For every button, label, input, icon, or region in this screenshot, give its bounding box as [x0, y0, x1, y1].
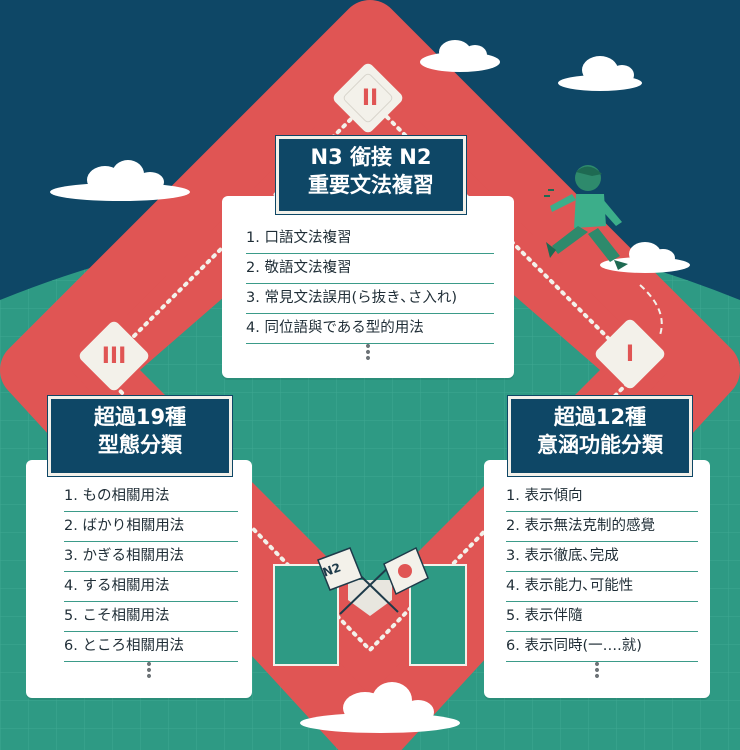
center-title-line1: N3 銜接 N2 — [310, 145, 432, 169]
left-title-line1: 超過19種 — [93, 405, 187, 429]
base-label-second: II — [361, 86, 379, 111]
list-item: 6. 表示同時(一….就) — [506, 632, 698, 662]
runner-icon — [544, 165, 628, 270]
right-card: 1. 表示傾向 2. 表示無法克制的感覺 3. 表示徹底､完成 4. 表示能力､… — [484, 460, 710, 698]
list-item: 5. 表示伴隨 — [506, 602, 698, 632]
center-title-line2: 重要文法複習 — [308, 173, 434, 198]
cloud-icon — [558, 56, 642, 91]
left-list: 1. もの相關用法 2. ばかり相關用法 3. かぎる相關用法 4. する相關用… — [26, 460, 252, 662]
flags-icon — [317, 546, 429, 615]
cloud-icon — [300, 682, 460, 733]
more-dots-icon: ••• — [592, 657, 602, 685]
right-title: 超過12種 意涵功能分類 — [508, 396, 692, 476]
list-item: 1. 表示傾向 — [506, 482, 698, 512]
home-plate — [348, 580, 392, 616]
list-item: 3. 常見文法誤用(ら抜き､さ入れ) — [246, 284, 494, 314]
cloud-icon — [420, 40, 500, 72]
right-list: 1. 表示傾向 2. 表示無法克制的感覺 3. 表示徹底､完成 4. 表示能力､… — [484, 460, 710, 662]
base-label-third: III — [101, 344, 127, 369]
second-base-icon — [333, 63, 403, 133]
runner-path — [639, 284, 663, 336]
left-title-line2: 型態分類 — [98, 433, 182, 458]
list-item: 1. もの相關用法 — [64, 482, 238, 512]
cloud-icon — [600, 242, 690, 273]
base-lines — [97, 97, 643, 653]
center-title: N3 銜接 N2 重要文法複習 — [276, 136, 466, 214]
right-title-line2: 意涵功能分類 — [537, 433, 663, 458]
list-item: 2. ばかり相關用法 — [64, 512, 238, 542]
list-item: 4. 同位語與である型的用法 — [246, 314, 494, 344]
list-item: 5. こそ相關用法 — [64, 602, 238, 632]
list-item: 1. 口語文法複習 — [246, 224, 494, 254]
base-label-first: I — [625, 342, 635, 367]
list-item: 3. 表示徹底､完成 — [506, 542, 698, 572]
list-item: 3. かぎる相關用法 — [64, 542, 238, 572]
cloud-icon — [50, 160, 190, 201]
left-title: 超過19種 型態分類 — [48, 396, 232, 476]
list-item: 4. する相關用法 — [64, 572, 238, 602]
third-base-icon — [79, 321, 149, 391]
center-list: 1. 口語文法複習 2. 敬語文法複習 3. 常見文法誤用(ら抜き､さ入れ) 4… — [222, 196, 514, 344]
list-item: 6. ところ相關用法 — [64, 632, 238, 662]
more-dots-icon: ••• — [144, 657, 154, 685]
first-base-icon — [595, 319, 665, 389]
more-dots-icon: ••• — [363, 339, 373, 367]
list-item: 4. 表示能力､可能性 — [506, 572, 698, 602]
list-item: 2. 表示無法克制的感覺 — [506, 512, 698, 542]
list-item: 2. 敬語文法複習 — [246, 254, 494, 284]
center-card: 1. 口語文法複習 2. 敬語文法複習 3. 常見文法誤用(ら抜き､さ入れ) 4… — [222, 196, 514, 378]
left-card: 1. もの相關用法 2. ばかり相關用法 3. かぎる相關用法 4. する相關用… — [26, 460, 252, 698]
right-title-line1: 超過12種 — [553, 405, 647, 429]
